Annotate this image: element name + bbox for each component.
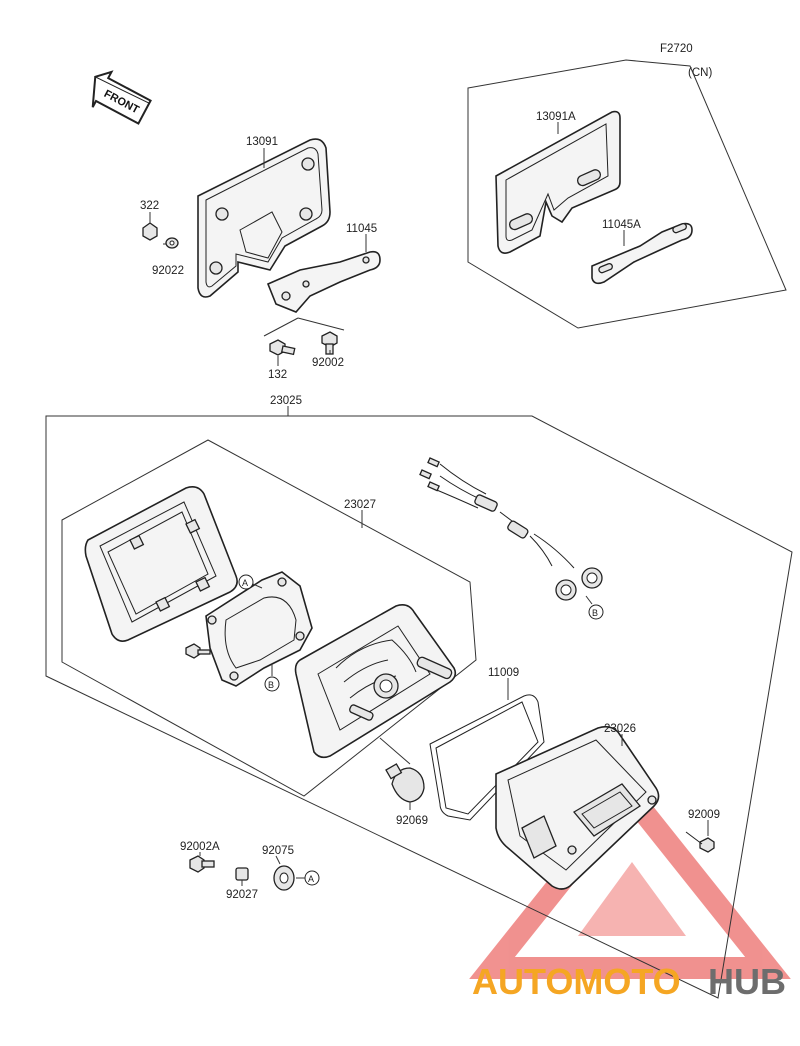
label-11009: 11009	[488, 667, 519, 679]
license-bracket-13091a	[495, 110, 621, 254]
watermark-part1: AUTOMOTO	[472, 961, 681, 1002]
label-13091a: 13091A	[536, 111, 576, 123]
wiring-harness	[419, 457, 603, 601]
label-11045: 11045	[346, 223, 377, 235]
assembly-frame-23027	[61, 439, 477, 797]
label-132: 132	[268, 369, 287, 381]
ref-a-plate-letter: A	[242, 578, 248, 588]
bracket-11045a	[591, 222, 693, 285]
ref-b-socket-letter: B	[592, 608, 598, 618]
lens-rim	[84, 486, 238, 642]
bracket-11045	[266, 250, 381, 313]
ref-b-plate: B	[264, 676, 280, 692]
label-92009: 92009	[688, 809, 720, 821]
watermark-part2: HUB	[708, 961, 786, 1002]
label-23025: 23025	[270, 395, 302, 407]
mounting-plate	[205, 571, 313, 687]
label-11045a: 11045A	[602, 219, 641, 231]
label-92027: 92027	[226, 889, 258, 901]
bolt-92002	[321, 331, 338, 355]
label-322: 322	[140, 200, 159, 212]
label-92022: 92022	[152, 265, 184, 277]
watermark-text: AUTOMOTO HUB	[472, 961, 786, 1002]
bulb-92069	[385, 763, 425, 803]
screw-92009	[685, 831, 715, 853]
front-arrow-icon: FRONT	[91, 70, 152, 125]
label-92002: 92002	[312, 357, 344, 369]
diagram-code: F2720	[660, 43, 693, 55]
lamp-housing	[294, 604, 457, 759]
screw-plate	[185, 643, 211, 659]
ref-b-socket: B	[588, 604, 604, 620]
license-bracket-13091	[197, 138, 331, 298]
ref-a-grommet-letter: A	[308, 874, 314, 884]
cn-variant-frame	[467, 59, 787, 329]
spacer-92027	[235, 867, 249, 881]
ref-b-plate-letter: B	[268, 680, 274, 690]
grommet-92075	[273, 865, 295, 891]
label-92069: 92069	[396, 815, 428, 827]
label-92002a: 92002A	[180, 841, 220, 853]
ref-a-plate: A	[238, 574, 254, 590]
bolt-132	[269, 339, 296, 356]
washer-92022	[165, 237, 179, 249]
label-92075: 92075	[262, 845, 294, 857]
bolt-92002a	[189, 855, 215, 873]
lens-23026	[495, 725, 660, 890]
label-23027: 23027	[344, 499, 376, 511]
label-23026: 23026	[604, 723, 636, 735]
nut-322	[142, 222, 158, 241]
ref-a-grommet: A	[304, 870, 320, 886]
label-13091: 13091	[246, 136, 278, 148]
